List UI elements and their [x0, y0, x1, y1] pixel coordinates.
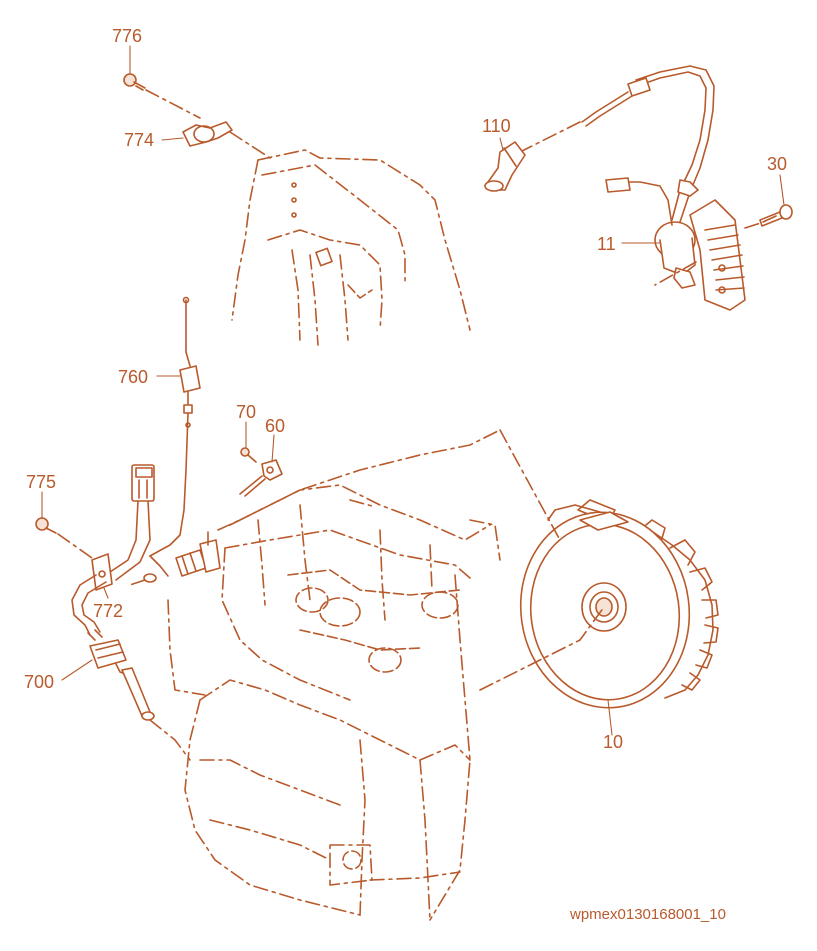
screw-776 — [123, 73, 201, 119]
spark-plug-boot — [484, 141, 526, 192]
callout-11: 11 — [597, 234, 616, 254]
ignition-coil — [519, 65, 771, 311]
figure-code: wpmex0130168001_10 — [569, 906, 726, 923]
callout-775: 775 — [26, 472, 56, 492]
callout-70: 70 — [236, 402, 256, 422]
callout-774: 774 — [124, 130, 154, 150]
leader-lines — [41, 45, 785, 681]
wiring-harness — [71, 464, 169, 641]
callout-labels: 776 774 110 30 11 760 70 60 775 772 700 … — [24, 26, 787, 752]
callout-776: 776 — [112, 26, 142, 46]
temp-sensor-700 — [89, 639, 191, 761]
sensor-760 — [149, 296, 201, 557]
screw-775 — [35, 517, 93, 559]
callout-30: 30 — [767, 154, 787, 174]
part-60 — [239, 459, 283, 497]
callout-60: 60 — [265, 416, 285, 436]
callout-10: 10 — [603, 732, 623, 752]
clamp-774 — [182, 121, 271, 159]
flywheel — [479, 429, 719, 736]
callout-760: 760 — [118, 367, 148, 387]
screw-70 — [240, 447, 257, 463]
screw-30 — [759, 204, 793, 227]
spark-plug — [175, 531, 221, 577]
callout-700: 700 — [24, 672, 54, 692]
engine-block-phantom — [167, 149, 501, 921]
callout-110: 110 — [482, 116, 511, 136]
callout-772: 772 — [93, 601, 123, 621]
